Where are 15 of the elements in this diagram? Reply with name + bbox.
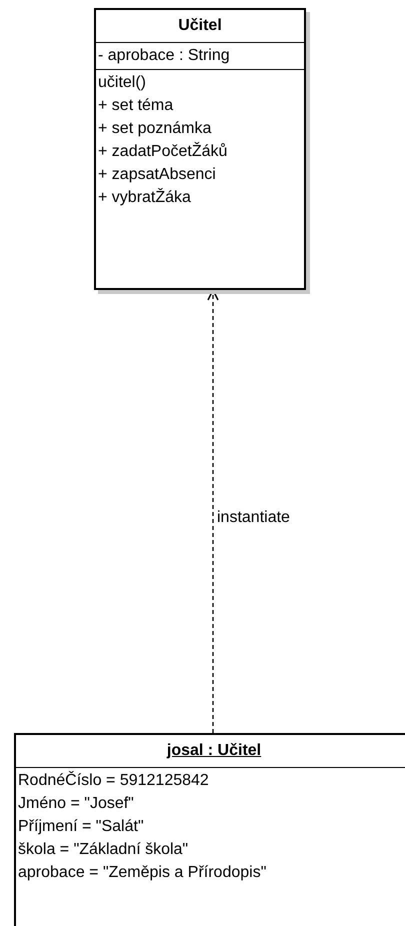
object-box bbox=[14, 733, 405, 926]
method-text: učitel() bbox=[98, 73, 146, 93]
class-name: josal : Učitel bbox=[166, 741, 262, 761]
method-text: + set poznámka bbox=[98, 119, 212, 139]
method-text: + zapsatAbsenci bbox=[98, 165, 216, 185]
method-text: + zadatPočetŽáků bbox=[98, 141, 228, 162]
attribute-text: Jméno = "Josef" bbox=[18, 794, 134, 814]
attribute-text: škola = "Základní škola" bbox=[18, 840, 188, 860]
attribute-text: Příjmení = "Salát" bbox=[18, 817, 144, 837]
method-text: + set téma bbox=[98, 96, 174, 116]
attribute-text: RodnéČíslo = 5912125842 bbox=[18, 770, 209, 791]
attribute-text: aprobace = "Zeměpis a Přírodopis" bbox=[18, 863, 266, 883]
attribute-text: - aprobace : String bbox=[98, 46, 230, 66]
class-name: Učitel bbox=[178, 16, 222, 36]
method-text: + vybratŽáka bbox=[98, 187, 191, 208]
